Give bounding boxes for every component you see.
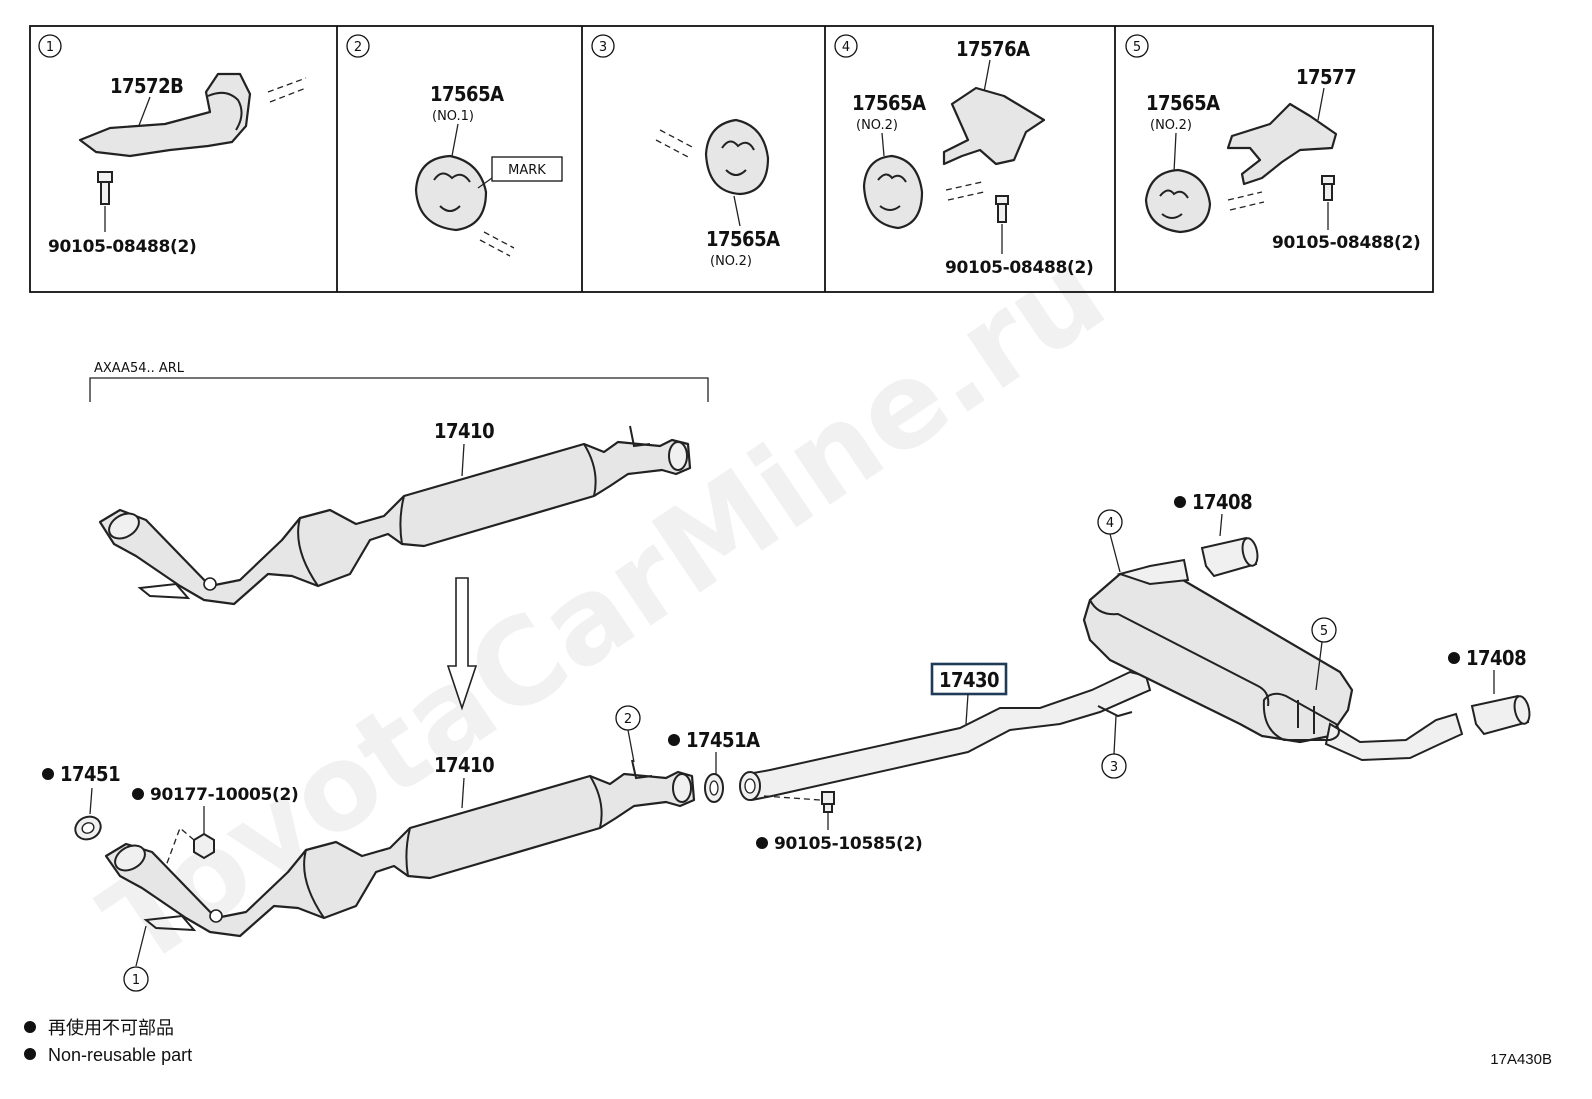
- detail-panels: [29, 25, 1434, 293]
- svg-text:1: 1: [132, 973, 140, 988]
- callout-3: 3: [1101, 715, 1127, 779]
- bracket-17577-shape: [1226, 102, 1338, 186]
- nut-90177-10005: 90177-10005(2): [132, 785, 299, 867]
- svg-text:3: 3: [599, 40, 607, 55]
- part-number: 17410: [434, 419, 494, 443]
- gasket-17451a: 17451A: [668, 728, 761, 803]
- variant-bracket: AXAA54.. ARL: [89, 361, 709, 402]
- front-pipe-lower: 17410: [104, 753, 696, 938]
- panel-number: 1: [46, 40, 54, 55]
- gasket-17451: 17451: [42, 762, 121, 841]
- part-number: 17408: [1192, 490, 1252, 514]
- legend-en: Non-reusable part: [48, 1045, 192, 1065]
- part-number: 90105-10585(2): [774, 834, 923, 854]
- part-number: 17408: [1466, 646, 1526, 670]
- part-sub: (NO.1): [432, 109, 474, 124]
- bracket-17576a-shape: [942, 86, 1046, 166]
- part-number: 17565A: [852, 91, 926, 115]
- bolt-part-number: 90105-08488(2): [1272, 233, 1421, 253]
- detail-panel-3: 3 17565A (NO.2): [591, 34, 781, 269]
- bolt-part-number: 90105-08488(2): [945, 258, 1094, 278]
- part-sub: (NO.2): [710, 254, 752, 269]
- svg-text:4: 4: [842, 40, 850, 55]
- part-number: 17565A: [1146, 91, 1220, 115]
- watermark: ToyotaCarMine.ru: [78, 223, 1128, 993]
- center-pipe-17430: 17430: [739, 558, 1464, 830]
- bolt-90105-10585: 90105-10585(2): [756, 834, 923, 854]
- part-number: 17430: [939, 668, 999, 692]
- hanger-rubber-shape: [414, 154, 488, 232]
- callout-5: 5: [1311, 617, 1337, 691]
- svg-text:4: 4: [1106, 516, 1114, 531]
- legend: 再使用不可部品 Non-reusable part: [24, 1018, 192, 1065]
- callout-1: 1: [123, 925, 149, 992]
- muffler-shape: [1082, 572, 1354, 744]
- tail-tip-17408-top: 17408: [1174, 490, 1259, 578]
- svg-text:2: 2: [624, 712, 632, 727]
- svg-text:2: 2: [354, 40, 362, 55]
- detail-panel-5: 5 17577 17565A (NO.2) 90105-08488(2): [1125, 34, 1421, 253]
- part-number: 17451: [60, 762, 120, 786]
- callout-2: 2: [615, 705, 641, 763]
- hanger-rubber-shape: [862, 154, 924, 230]
- part-sub: (NO.2): [1150, 118, 1192, 133]
- detail-panel-4: 4 17576A 17565A (NO.2) 90105-08488(2): [834, 34, 1094, 278]
- hanger-rubber-shape: [704, 118, 770, 196]
- svg-text:5: 5: [1320, 624, 1328, 639]
- detail-panel-2: 2 17565A (NO.1) MARK: [346, 34, 563, 257]
- part-number: 17410: [434, 753, 494, 777]
- front-pipe-upper: 17410: [98, 419, 692, 606]
- mark-label: MARK: [508, 163, 546, 178]
- callout-4: 4: [1097, 509, 1123, 573]
- part-number: 17451A: [686, 728, 760, 752]
- bracket-17572b-shape: [78, 72, 252, 158]
- hanger-rubber-shape: [1144, 168, 1212, 234]
- variant-label: AXAA54.. ARL: [94, 361, 185, 376]
- part-number: 90177-10005(2): [150, 785, 299, 805]
- detail-panel-1: 1 17572B 90105-08488(2): [38, 34, 307, 257]
- part-number: 17565A: [430, 82, 504, 106]
- tail-tip-17408-right: 17408: [1448, 646, 1531, 736]
- svg-text:3: 3: [1110, 760, 1118, 775]
- legend-jp: 再使用不可部品: [48, 1018, 174, 1038]
- svg-text:5: 5: [1133, 40, 1141, 55]
- part-number: 17577: [1296, 65, 1356, 89]
- arrow-down-icon: [446, 577, 478, 711]
- part-number: 17565A: [706, 227, 780, 251]
- bolt-part-number: 90105-08488(2): [48, 237, 197, 257]
- part-number: 17572B: [110, 74, 183, 98]
- part-number: 17576A: [956, 37, 1030, 61]
- figure-code: 17A430B: [1490, 1051, 1552, 1068]
- part-sub: (NO.2): [856, 118, 898, 133]
